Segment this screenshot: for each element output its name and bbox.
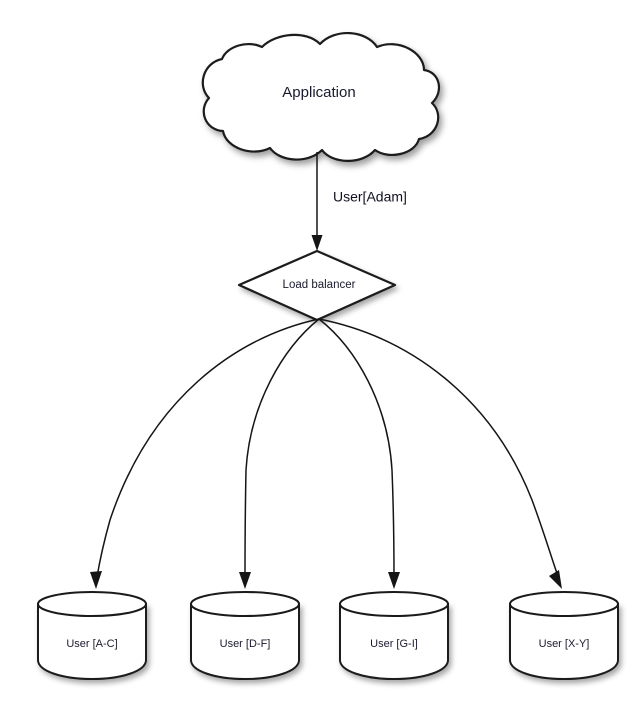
edge-arrowhead-lb-db-g-i xyxy=(388,572,400,589)
database-label-1: User [D-F] xyxy=(220,638,271,650)
cylinder-body-1 xyxy=(190,603,300,681)
edge-curve-lb-db-d-f xyxy=(244,318,320,578)
database-label-3: User [X-Y] xyxy=(539,638,590,650)
edge-arrowhead-lb-db-a-c xyxy=(90,571,102,589)
cylinder-body-0 xyxy=(37,603,147,681)
cylinder-top-1 xyxy=(190,591,300,617)
node-load-balancer[interactable]: Load balancer xyxy=(237,249,397,322)
database-label-0: User [A-C] xyxy=(66,638,117,650)
cylinder-top-3 xyxy=(509,591,619,617)
edge-arrowhead-lb-db-d-f xyxy=(239,572,251,589)
node-application[interactable]: Application xyxy=(201,31,441,162)
edge-lb-to-db-g-i xyxy=(318,318,400,589)
cylinder-body-2 xyxy=(339,603,449,681)
edge-curve-lb-db-g-i xyxy=(318,318,395,578)
node-database-3[interactable]: User [X-Y] xyxy=(509,591,619,681)
node-database-2[interactable]: User [G-I] xyxy=(339,591,449,681)
database-label-2: User [G-I] xyxy=(370,638,418,650)
cylinder-top-0 xyxy=(37,591,147,617)
edge-lb-to-db-d-f xyxy=(239,318,320,589)
edge-curve-lb-db-x-y xyxy=(318,318,559,577)
application-label: Application xyxy=(282,84,355,101)
cylinder-body-3 xyxy=(509,603,619,681)
cloud-shape xyxy=(201,31,441,162)
edge-application-to-load-balancer: User[Adam] xyxy=(311,152,407,251)
load-balancer-label: Load balancer xyxy=(283,279,356,291)
edge-lb-to-db-x-y xyxy=(318,318,562,589)
node-database-1[interactable]: User [D-F] xyxy=(190,591,300,681)
node-database-0[interactable]: User [A-C] xyxy=(37,591,147,681)
edge-curve-lb-db-a-c xyxy=(96,318,320,578)
cylinder-top-2 xyxy=(339,591,449,617)
edge-label-user-adam: User[Adam] xyxy=(333,189,407,205)
edge-arrowhead-app-lb xyxy=(311,235,323,251)
edge-lb-to-db-a-c xyxy=(90,318,320,589)
edge-arrowhead-lb-db-x-y xyxy=(549,570,562,589)
